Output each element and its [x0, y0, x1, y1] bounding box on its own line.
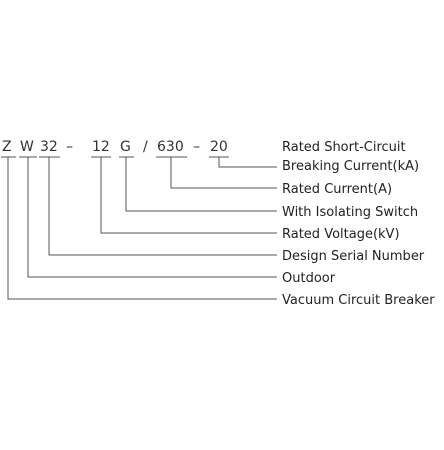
leader-breaking: [218, 157, 277, 168]
code-g: G: [120, 139, 131, 155]
code-z: Z: [2, 139, 12, 155]
label-current: Rated Current(A): [282, 182, 392, 197]
label-serial: Design Serial Number: [282, 249, 425, 264]
leader-serial: [48, 157, 277, 256]
code-breaking: 20: [210, 139, 228, 155]
leader-outdoor: [27, 157, 277, 278]
code-serial: 32: [40, 139, 58, 155]
leader-current: [170, 157, 277, 189]
code-current: 630: [157, 139, 184, 155]
label-voltage: Rated Voltage(kV): [282, 227, 400, 242]
label-outdoor: Outdoor: [282, 271, 336, 286]
leader-isolating: [125, 157, 277, 212]
label-breaking-line2: Breaking Current(kA): [282, 159, 419, 174]
code-dash-1: –: [66, 139, 73, 155]
label-isolating: With Isolating Switch: [282, 205, 418, 220]
leader-voltage: [100, 157, 277, 234]
leader-vacuum: [7, 157, 277, 300]
label-breaking-line1: Rated Short-Circuit: [282, 140, 406, 155]
label-vacuum: Vacuum Circuit Breaker: [282, 293, 435, 308]
code-dash-2: –: [193, 139, 200, 155]
code-w: W: [20, 139, 34, 155]
code-slash: /: [143, 139, 148, 155]
code-voltage: 12: [92, 139, 110, 155]
